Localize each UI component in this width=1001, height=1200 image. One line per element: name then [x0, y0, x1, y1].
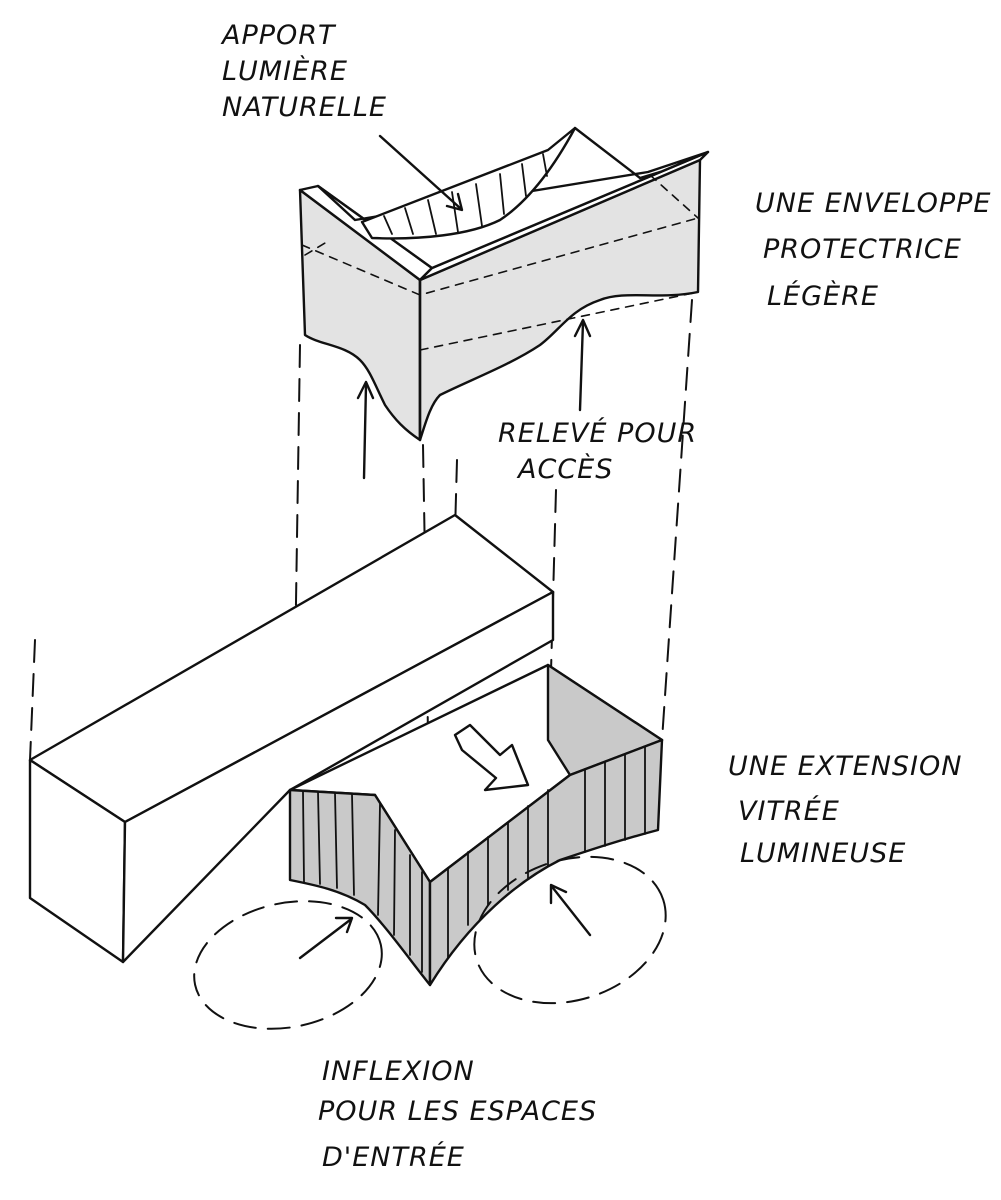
- skylight-opening: [360, 126, 577, 240]
- label-releve: RELEVÉ POUR ACCÈS: [498, 417, 697, 485]
- label-enveloppe-line-2: PROTECTRICE: [763, 234, 962, 265]
- glazing-mullions: [302, 746, 646, 973]
- label-apport-line-3: NATURELLE: [222, 92, 387, 123]
- glazed-extension: [288, 663, 664, 987]
- annotation-arrows: [298, 134, 592, 960]
- label-enveloppe-line-1: UNE ENVELOPPE: [755, 188, 991, 219]
- entry-zone-left: [193, 900, 383, 1030]
- label-enveloppe: UNE ENVELOPPE PROTECTRICE LÉGÈRE: [755, 188, 991, 312]
- block-front-long: [121, 590, 555, 964]
- inflection-arrow: [453, 723, 530, 792]
- existing-building-block: [28, 513, 555, 964]
- label-extension-line-1: UNE EXTENSION: [728, 751, 962, 782]
- label-extension-line-3: LUMINEUSE: [740, 838, 906, 869]
- envelope-hidden-line-3: [649, 174, 699, 219]
- label-enveloppe-line-3: LÉGÈRE: [767, 280, 879, 312]
- envelope-left-face: [298, 188, 422, 442]
- skylight-hatching: [383, 153, 548, 235]
- label-apport-line-1: APPORT: [220, 20, 337, 51]
- label-inflexion-line-1: INFLEXION: [322, 1056, 475, 1087]
- label-extension-line-2: VITRÉE: [738, 795, 840, 827]
- label-apport-line-2: LUMIÈRE: [222, 55, 348, 87]
- envelope-right-face: [418, 158, 702, 442]
- label-releve-line-2: ACCÈS: [516, 453, 613, 485]
- label-extension: UNE EXTENSION VITRÉE LUMINEUSE: [728, 751, 962, 869]
- label-inflexion-line-3: D'ENTRÉE: [322, 1141, 465, 1173]
- entry-zones: [193, 855, 667, 1030]
- label-releve-line-1: RELEVÉ POUR: [498, 417, 697, 449]
- label-inflexion-line-2: POUR LES ESPACES: [318, 1096, 597, 1127]
- skylight-slope: [573, 126, 662, 180]
- entry-zone-right: [473, 855, 667, 1005]
- envelope-hidden-line-2: [304, 239, 699, 351]
- label-apport: APPORT LUMIÈRE NATURELLE: [220, 20, 387, 123]
- label-inflexion: INFLEXION POUR LES ESPACES D'ENTRÉE: [318, 1056, 597, 1173]
- protective-envelope: [298, 126, 710, 442]
